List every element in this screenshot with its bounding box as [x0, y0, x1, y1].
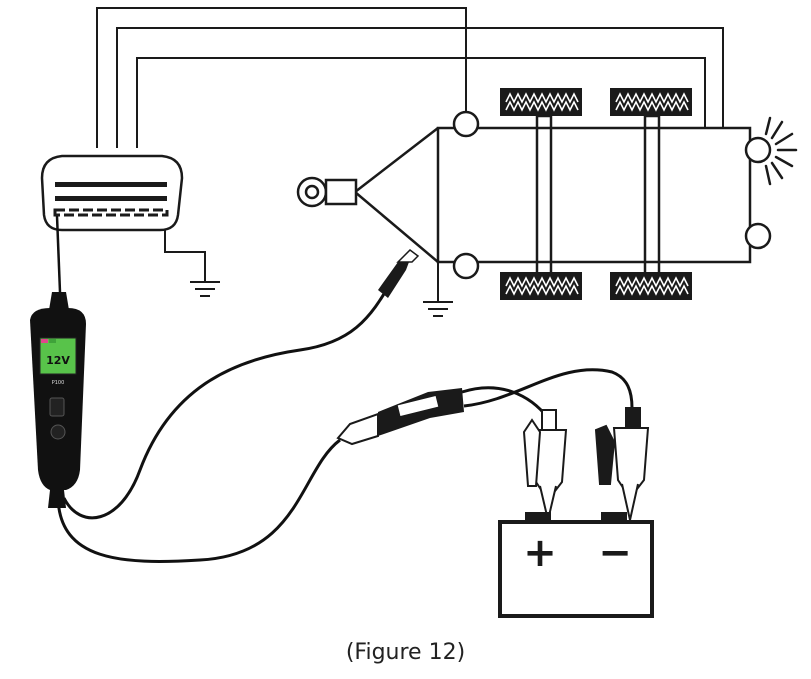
- probe-tip: [55, 215, 62, 293]
- ground-alligator-clip: [378, 249, 420, 298]
- trailer-ground-symbol: [423, 262, 453, 317]
- rear-lamp-bottom: [744, 222, 772, 250]
- hitch-coupler: [324, 178, 358, 206]
- probe-screen: [39, 337, 77, 375]
- tire-front-bottom: [500, 272, 582, 300]
- ground-clip-lead: [62, 279, 394, 520]
- figure-caption: (Figure 12): [345, 640, 466, 665]
- probe-cables: [56, 279, 394, 563]
- probe-rocker-switch: [49, 397, 65, 417]
- probe-button: [50, 424, 66, 440]
- negative-lead: [463, 368, 634, 409]
- battery: + −: [498, 512, 654, 618]
- front-marker-bottom: [452, 252, 480, 280]
- fuse-splitter: [336, 388, 464, 446]
- tire-rear-bottom: [610, 272, 692, 300]
- lamp-light-rays-icon: [764, 116, 798, 186]
- probe-model-label: P100: [52, 380, 65, 386]
- screen-indicator-pink: [41, 339, 48, 343]
- rear-lamp-top: [744, 136, 772, 164]
- battery-positive-symbol: +: [523, 530, 557, 576]
- trailer: [296, 110, 772, 280]
- negative-clamp: [594, 407, 650, 521]
- tire-rear-top: [610, 88, 692, 116]
- trailer-frame: [436, 126, 752, 264]
- front-marker-top: [452, 110, 480, 138]
- power-cable: [56, 438, 341, 563]
- battery-negative-symbol: −: [598, 530, 632, 576]
- probe-screen-reading: 12V: [46, 354, 70, 367]
- obd-connector: [40, 154, 184, 232]
- tire-front-top: [500, 88, 582, 116]
- positive-clamp: [522, 409, 568, 521]
- trailer-tires: [500, 88, 692, 300]
- power-probe-tester: 12V P100: [30, 215, 86, 508]
- connector-ground-symbol: [164, 230, 220, 297]
